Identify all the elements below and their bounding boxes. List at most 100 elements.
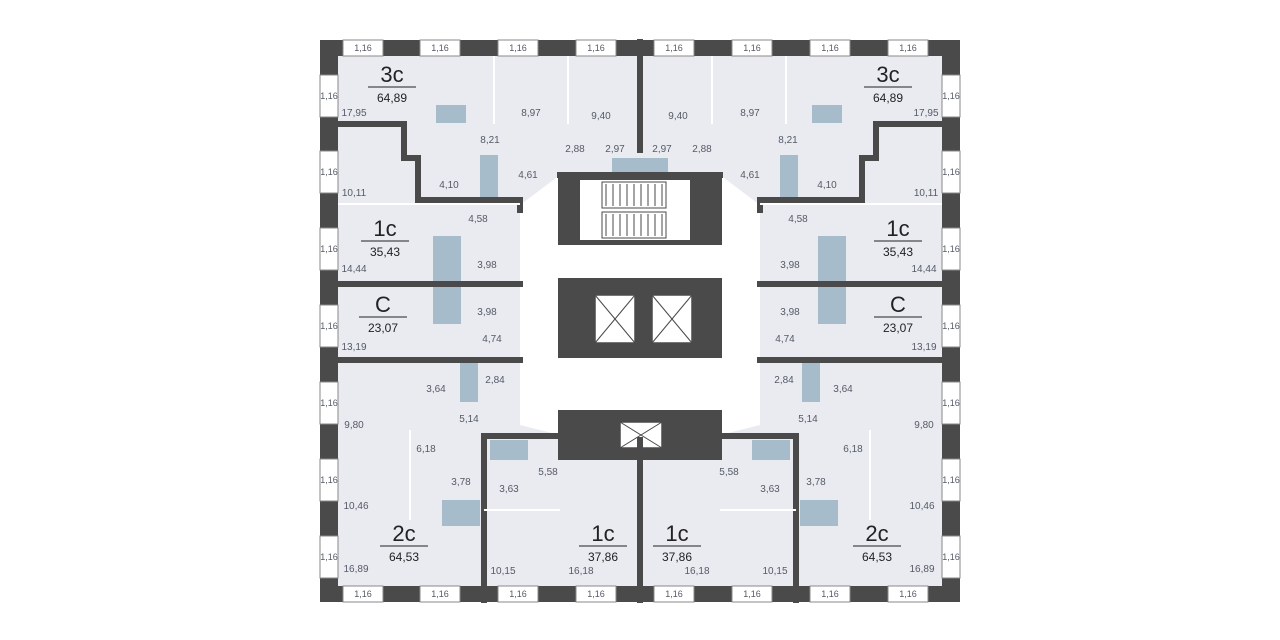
apartment-c-right[interactable]: С23,07 <box>874 292 922 335</box>
room-area: 8,97 <box>521 108 541 119</box>
window-label: 1,16 <box>942 167 960 177</box>
window-bottom-5: 1,16 <box>731 585 773 603</box>
window-right-1: 1,16 <box>941 150 961 194</box>
window-label: 1,16 <box>320 398 338 408</box>
apartment-type: 1с <box>373 216 396 241</box>
room-area: 4,61 <box>740 170 760 181</box>
room-area: 4,58 <box>788 214 808 225</box>
room-area: 17,95 <box>913 108 938 119</box>
windows: 1,16 1,16 1,16 1,16 1,16 1,16 1,16 1,16 1,16 1,16… <box>319 39 961 603</box>
window-left-0: 1,16 <box>319 74 339 118</box>
window-label: 1,16 <box>743 43 761 53</box>
room-area: 5,14 <box>798 414 818 425</box>
room-area: 4,10 <box>439 180 459 191</box>
window-label: 1,16 <box>942 91 960 101</box>
apartment-3c-left[interactable]: 3с 64,89 <box>368 62 416 105</box>
room-area: 6,18 <box>843 444 863 455</box>
window-bottom-3: 1,16 <box>575 585 617 603</box>
window-label: 1,16 <box>942 398 960 408</box>
window-left-2: 1,16 <box>319 227 339 271</box>
room-area: 4,61 <box>518 170 538 181</box>
room-area: 8,21 <box>480 135 500 146</box>
window-left-6: 1,16 <box>319 535 339 579</box>
apartment-type: 3с <box>380 62 403 87</box>
window-left-1: 1,16 <box>319 150 339 194</box>
apartment-type: 2с <box>392 521 415 546</box>
window-label: 1,16 <box>509 589 527 599</box>
room-area: 3,98 <box>477 260 497 271</box>
window-top-4: 1,16 <box>653 39 695 57</box>
apartment-1c-right[interactable]: 1с 35,43 <box>874 216 922 259</box>
window-label: 1,16 <box>899 589 917 599</box>
window-label: 1,16 <box>320 552 338 562</box>
window-top-1: 1,16 <box>419 39 461 57</box>
window-label: 1,16 <box>942 321 960 331</box>
window-label: 1,16 <box>821 43 839 53</box>
window-label: 1,16 <box>320 91 338 101</box>
window-left-3: 1,16 <box>319 304 339 348</box>
room-area: 5,58 <box>538 467 558 478</box>
window-right-6: 1,16 <box>941 535 961 579</box>
apartment-type: 3с <box>876 62 899 87</box>
apartment-type: 1с <box>886 216 909 241</box>
room-area: 2,97 <box>605 144 625 155</box>
window-label: 1,16 <box>354 43 372 53</box>
room-area: 16,18 <box>568 566 593 577</box>
window-label: 1,16 <box>587 589 605 599</box>
room-area: 10,11 <box>914 188 939 199</box>
apartment-area: 35,43 <box>370 245 400 259</box>
window-label: 1,16 <box>942 244 960 254</box>
apartment-labels: 3с64,893с64,891с35,431с35,43С23,07С23,07… <box>359 62 922 564</box>
window-left-4: 1,16 <box>319 381 339 425</box>
window-bottom-2: 1,16 <box>497 585 539 603</box>
apartment-area: 23,07 <box>368 321 398 335</box>
window-label: 1,16 <box>665 589 683 599</box>
room-area: 17,95 <box>341 108 366 119</box>
apartment-area: 35,43 <box>883 245 913 259</box>
apartment-1c-left[interactable]: 1с 35,43 <box>361 216 409 259</box>
room-area: 10,15 <box>762 566 787 577</box>
window-label: 1,16 <box>431 43 449 53</box>
window-right-3: 1,16 <box>941 304 961 348</box>
window-bottom-7: 1,16 <box>887 585 929 603</box>
window-label: 1,16 <box>942 475 960 485</box>
room-area: 2,88 <box>692 144 712 155</box>
window-label: 1,16 <box>320 167 338 177</box>
room-area: 2,84 <box>774 375 794 386</box>
stairs <box>601 181 667 239</box>
wet-zones <box>433 105 846 526</box>
window-label: 1,16 <box>587 43 605 53</box>
apartment-type: 1с <box>665 521 688 546</box>
window-left-5: 1,16 <box>319 458 339 502</box>
room-partitions <box>338 56 942 520</box>
window-label: 1,16 <box>354 589 372 599</box>
room-area: 3,98 <box>780 260 800 271</box>
window-label: 1,16 <box>431 589 449 599</box>
window-label: 1,16 <box>743 589 761 599</box>
room-area: 5,58 <box>719 467 739 478</box>
apartment-c-left[interactable]: С23,07 <box>359 292 407 335</box>
window-label: 1,16 <box>320 321 338 331</box>
window-bottom-1: 1,16 <box>419 585 461 603</box>
window-label: 1,16 <box>899 43 917 53</box>
window-right-4: 1,16 <box>941 381 961 425</box>
window-top-7: 1,16 <box>887 39 929 57</box>
apartment-walls <box>335 39 945 603</box>
room-area: 14,44 <box>911 264 936 275</box>
window-top-6: 1,16 <box>809 39 851 57</box>
room-area: 3,78 <box>806 477 826 488</box>
apartment-type: 2с <box>865 521 888 546</box>
room-area: 4,74 <box>775 334 795 345</box>
apartment-area: 37,86 <box>588 550 618 564</box>
room-area: 5,14 <box>459 414 479 425</box>
apartment-area: 64,89 <box>377 91 407 105</box>
room-area: 3,64 <box>426 384 446 395</box>
window-top-3: 1,16 <box>575 39 617 57</box>
